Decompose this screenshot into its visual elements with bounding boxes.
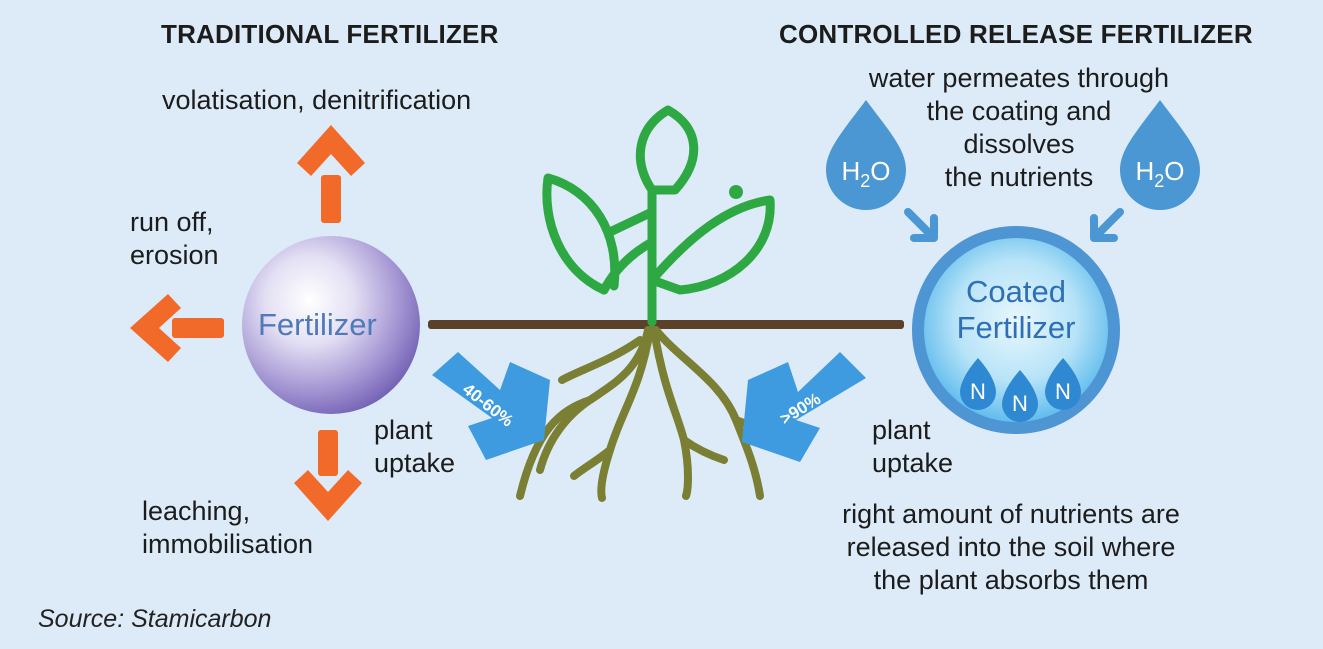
coated-granule-line: Coated [966,274,1066,309]
water-label-line: dissolves [963,129,1075,159]
nutrient-symbol: N [1012,391,1028,416]
traditional-title: TRADITIONAL FERTILIZER [161,19,499,49]
release-line: released into the soil where [846,532,1176,562]
runoff-label-line: erosion [130,240,219,270]
leaching-label-line: immobilisation [142,529,314,559]
source-caption: Source: Stamicarbon [38,605,272,633]
controlled-release-title: CONTROLLED RELEASE FERTILIZER [779,19,1253,49]
water-permeates-label: water permeates through the coating and … [868,62,1170,194]
leaching-label: leaching, immobilisation [142,495,313,561]
fertilizer-granule [242,236,420,414]
plant-uptake-line: plant [374,415,433,445]
leaching-label-line: leaching, [142,496,251,526]
release-description: right amount of nutrients are released i… [824,498,1198,597]
coated-granule-label: Coated Fertilizer [926,274,1106,346]
water-label-line: the nutrients [944,162,1094,192]
granule-label: Fertilizer [258,307,377,342]
release-line: right amount of nutrients are [842,499,1180,529]
plant-roots [516,326,788,502]
drip-arrow-icon [904,208,1124,242]
water-drop-label: H2O [1135,156,1184,191]
runoff-label: run off, erosion [130,206,219,272]
nutrient-symbol: N [1055,379,1071,404]
water-drop-label: H2O [841,156,890,191]
arrow-down-icon [294,430,362,521]
nutrient-drop-icon [960,358,1081,422]
uptake-arrow-right-icon [742,352,866,462]
volatisation-label: volatisation, denitrification [162,85,472,115]
plant-uptake-line: uptake [872,448,954,478]
water-label-line: the coating and [926,96,1112,126]
plant-uptake-right-label: plant uptake [872,414,953,480]
plant-uptake-line: plant [872,415,931,445]
nutrient-symbol: N [970,379,986,404]
release-line: the plant absorbs them [873,565,1149,595]
runoff-label-line: run off, [130,207,214,237]
coated-granule-line: Fertilizer [956,310,1076,345]
water-drop-icon [826,100,1200,210]
leaf-dot [729,185,743,199]
soil-line [428,320,904,329]
arrow-left-icon [130,294,224,362]
plant-shoot [542,105,775,327]
plant-uptake-line: uptake [374,448,456,478]
uptake-arrow-left-icon [432,352,550,460]
water-label-line: water permeates through [868,63,1170,93]
arrow-up-icon [297,125,365,223]
plant-uptake-left-label: plant uptake [374,414,455,480]
